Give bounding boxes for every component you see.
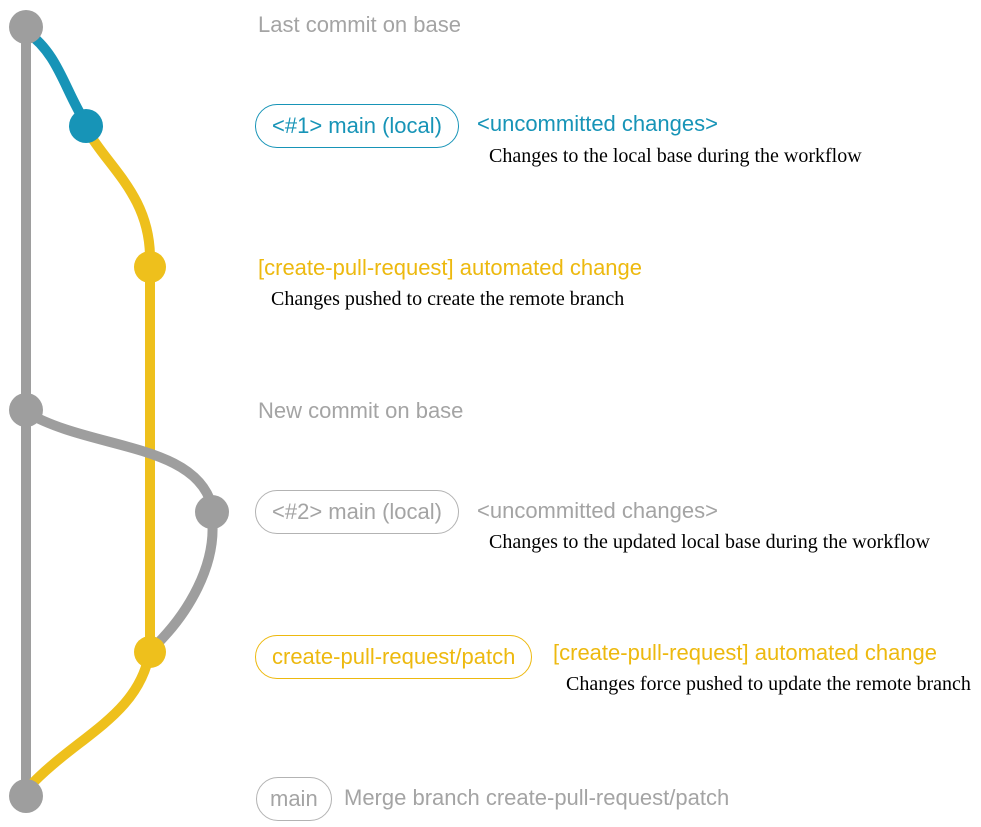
commit-dot-automated-1 xyxy=(134,251,166,283)
base-to-local2-line xyxy=(21,407,217,511)
caption-new-commit-on-base: New commit on base xyxy=(258,398,464,423)
desc-uncommitted-changes-2: Changes to the updated local base during… xyxy=(489,531,930,553)
base-to-local1-line xyxy=(22,27,90,127)
local2-to-patch-line xyxy=(149,513,218,652)
desc-uncommitted-changes-1: Changes to the local base during the wor… xyxy=(489,145,862,167)
badge-main: main xyxy=(256,777,332,821)
label-uncommitted-changes-1: <uncommitted changes> xyxy=(477,111,718,136)
commit-dot-merge xyxy=(9,779,43,813)
commit-graph xyxy=(9,10,229,813)
label-automated-change-1: [create-pull-request] automated change xyxy=(258,255,643,280)
label-automated-change-2: [create-pull-request] automated change xyxy=(553,640,938,665)
commit-dot-automated-2 xyxy=(134,636,166,668)
badge-main-local-2: <#2> main (local) xyxy=(255,490,459,534)
desc-automated-change-2: Changes force pushed to update the remot… xyxy=(566,673,971,695)
badge-main-local-1: <#1> main (local) xyxy=(255,104,459,148)
commit-dot-new-base xyxy=(9,393,43,427)
label-merge-branch: Merge branch create-pull-request/patch xyxy=(344,785,730,810)
desc-automated-change-1: Changes pushed to create the remote bran… xyxy=(271,288,625,310)
caption-last-commit-on-base: Last commit on base xyxy=(258,12,461,37)
commit-dot-local-main-2 xyxy=(195,495,229,529)
label-uncommitted-changes-2: <uncommitted changes> xyxy=(477,498,718,523)
commit-dot-local-main-1 xyxy=(69,109,103,143)
patch-branch-line xyxy=(23,125,155,793)
commit-dot-last-base xyxy=(9,10,43,44)
badge-create-pull-request-patch: create-pull-request/patch xyxy=(255,635,533,679)
